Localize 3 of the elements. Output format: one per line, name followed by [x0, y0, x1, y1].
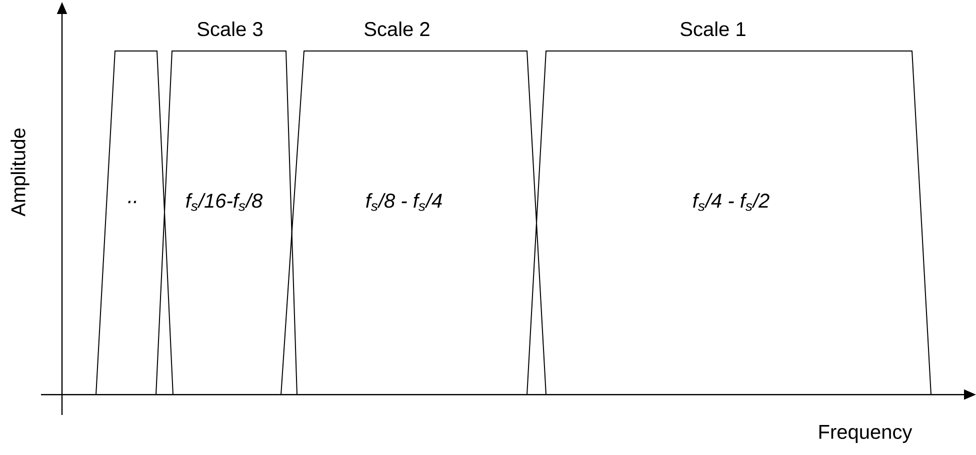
axis-label: Amplitude: [10, 128, 30, 216]
axis-label: Frequency: [819, 425, 912, 443]
band-trapezoid: ..: [96, 50, 174, 396]
